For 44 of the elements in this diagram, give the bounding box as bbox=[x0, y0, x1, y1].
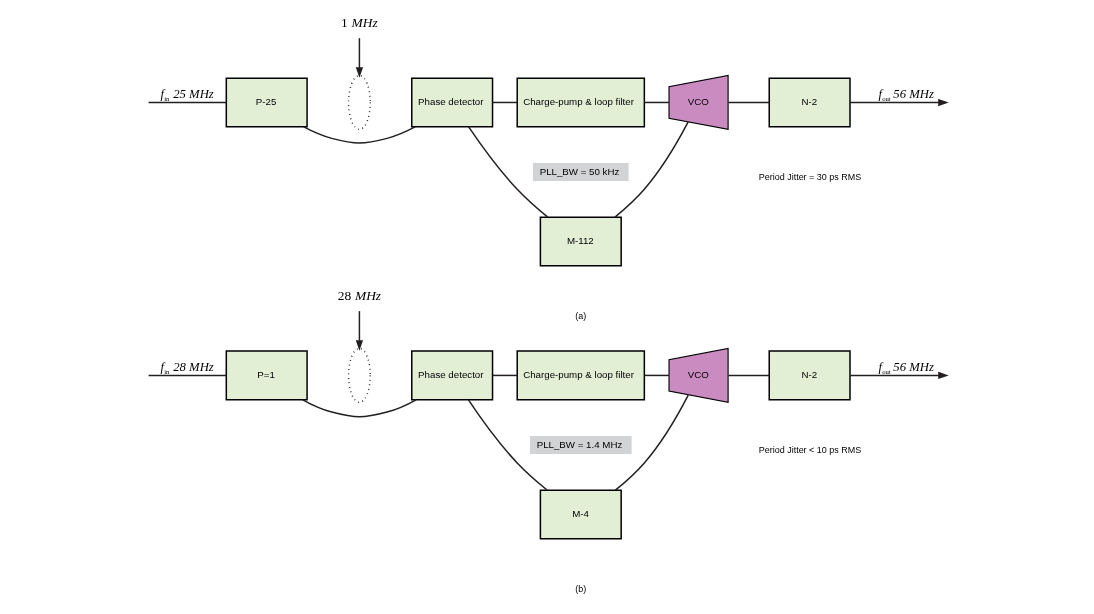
node-text: 1 MHz bbox=[340, 15, 378, 31]
connector bbox=[301, 399, 417, 418]
connector bbox=[643, 374, 670, 377]
connector bbox=[467, 399, 548, 491]
label: Period Jitter < 10 ps RMS bbox=[758, 444, 861, 455]
connector bbox=[727, 101, 770, 104]
connector bbox=[302, 126, 416, 144]
node-box: PLL_BW = 50 kHz bbox=[532, 163, 629, 181]
node-box: Phase detector bbox=[410, 77, 493, 128]
connector bbox=[727, 374, 770, 377]
arrow bbox=[355, 37, 363, 78]
node-box: Charge-pump & loop filter bbox=[515, 77, 645, 128]
label: (b) bbox=[574, 583, 586, 594]
arrow bbox=[848, 371, 949, 380]
connector bbox=[614, 394, 689, 491]
connector bbox=[147, 374, 227, 377]
node-box: N-2 bbox=[768, 350, 851, 401]
node-box: VCO bbox=[667, 74, 729, 131]
arrow bbox=[355, 310, 363, 351]
node-box: M-4 bbox=[539, 489, 622, 540]
node-box: P=1 bbox=[225, 350, 308, 401]
label: Period Jitter = 30 ps RMS bbox=[758, 171, 861, 182]
node-box: PLL_BW = 1.4 MHz bbox=[529, 436, 632, 454]
connector bbox=[613, 121, 689, 218]
connector bbox=[491, 374, 518, 377]
node-ellipse bbox=[347, 347, 371, 404]
edge-label: f$_{out}$ 56 MHz bbox=[877, 86, 934, 103]
node-box: M-112 bbox=[539, 216, 622, 267]
label: (a) bbox=[574, 310, 586, 321]
arrow bbox=[848, 98, 949, 107]
node-box: Phase detector bbox=[410, 350, 493, 401]
node-text: 28 MHz bbox=[337, 288, 381, 304]
connector bbox=[491, 101, 518, 104]
node-ellipse bbox=[347, 74, 371, 131]
edge-label: f$_{in}$ 28 MHz bbox=[160, 359, 214, 376]
node-box: VCO bbox=[667, 347, 729, 404]
connector bbox=[147, 101, 227, 104]
edge-label: f$_{in}$ 25 MHz bbox=[160, 86, 214, 103]
connector bbox=[467, 126, 548, 218]
edge-label: f$_{out}$ 56 MHz bbox=[877, 359, 934, 376]
node-box: P-25 bbox=[225, 77, 308, 128]
node-box: N-2 bbox=[768, 77, 851, 128]
connector bbox=[643, 101, 670, 104]
node-box: Charge-pump & loop filter bbox=[515, 350, 645, 401]
